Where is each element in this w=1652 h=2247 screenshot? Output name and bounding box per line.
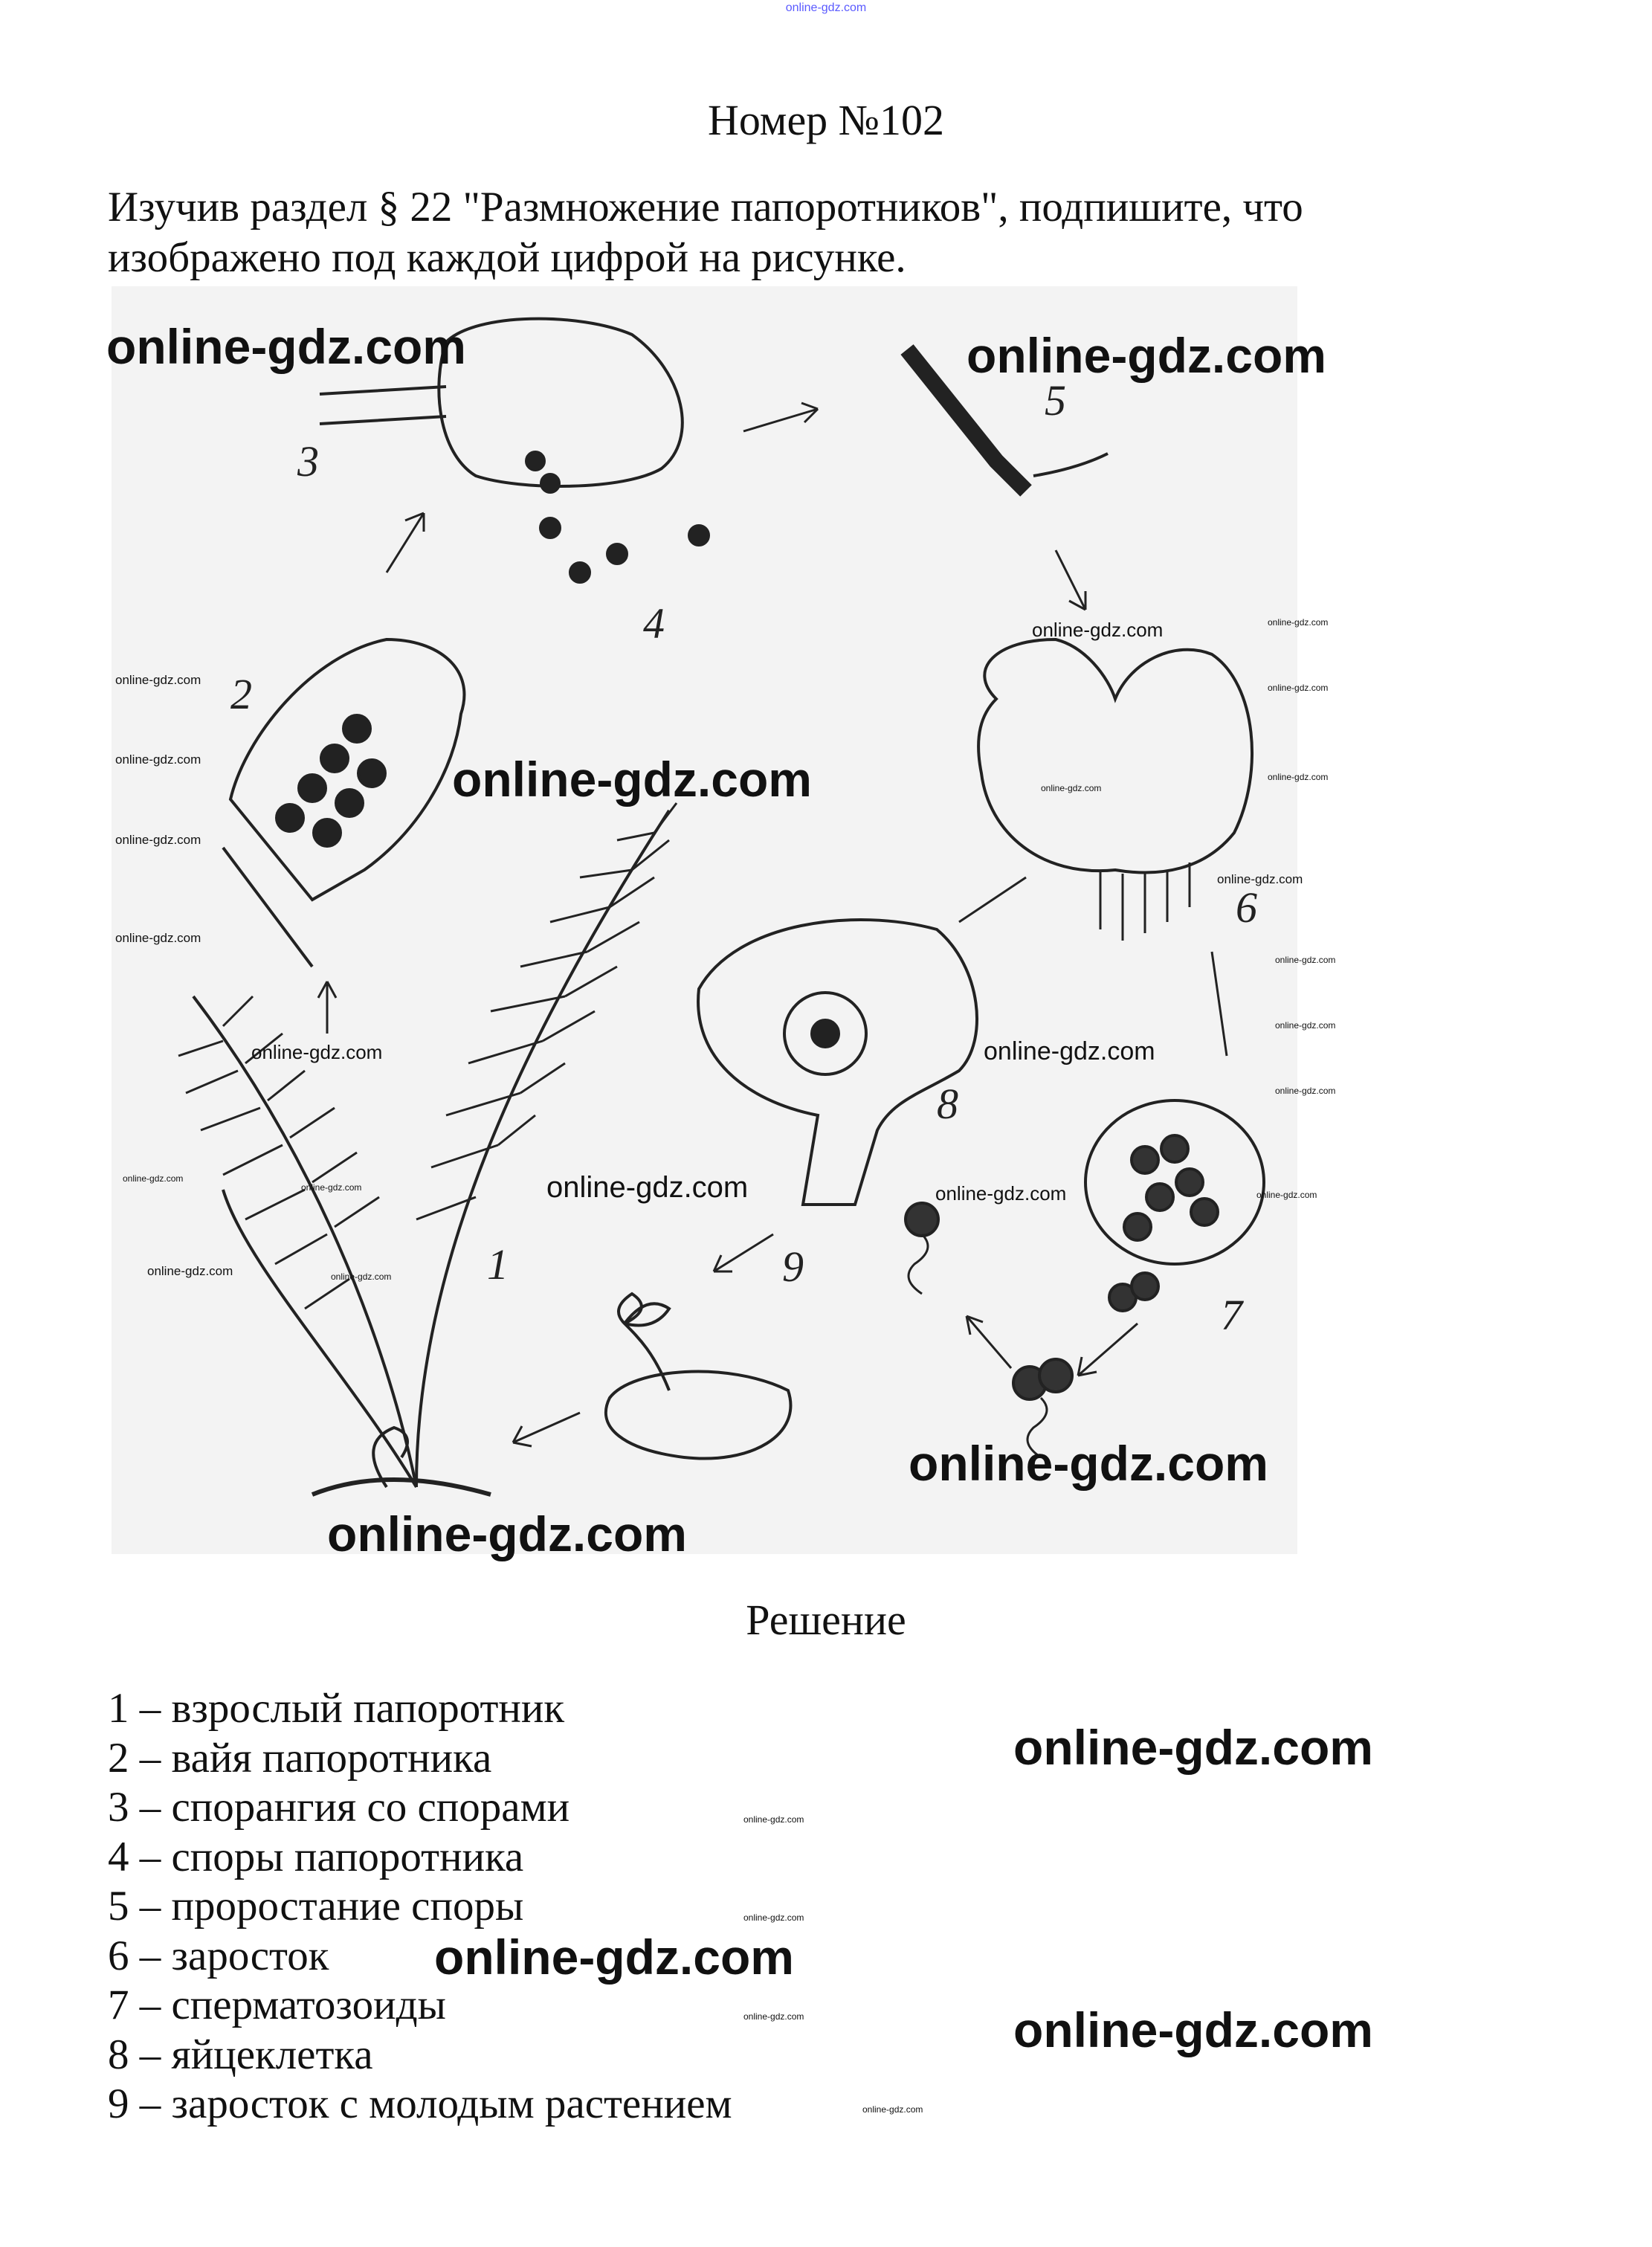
watermark: online-gdz.com xyxy=(743,2011,804,2022)
watermark: online-gdz.com xyxy=(1268,772,1329,782)
roots xyxy=(311,1477,491,1497)
label-9: 9 xyxy=(782,1242,804,1291)
watermark: online-gdz.com xyxy=(1032,619,1164,641)
watermark: online-gdz.com xyxy=(115,673,201,687)
archegonium xyxy=(697,918,978,1206)
answer-item: 4 – споры папоротника xyxy=(108,1833,524,1880)
figure-number-labels: 1 2 3 4 5 6 7 8 9 xyxy=(230,376,1257,1339)
watermark: online-gdz.com xyxy=(452,752,812,807)
watermark: online-gdz.com xyxy=(984,1037,1155,1066)
frond-leaflets xyxy=(178,802,678,1310)
watermark: online-gdz.com xyxy=(1275,1020,1336,1031)
watermark: online-gdz.com xyxy=(123,1173,184,1184)
watermark: online-gdz.com xyxy=(434,1930,794,1985)
watermark: online-gdz.com xyxy=(743,1912,804,1923)
label-3: 3 xyxy=(297,437,319,486)
label-2: 2 xyxy=(230,670,252,718)
answer-item: 1 – взрослый папоротник xyxy=(108,1685,565,1732)
watermark: online-gdz.com xyxy=(1013,1720,1373,1775)
sporangium xyxy=(437,317,684,488)
answer-item: 9 – заросток с молодым растением xyxy=(108,2080,732,2127)
label-8: 8 xyxy=(937,1080,958,1128)
answer-item: 3 – спорангия со спорами xyxy=(108,1784,570,1831)
answer-item: 6 – заросток xyxy=(108,1932,329,1979)
task-text: Изучив раздел § 22 "Размножение папоротн… xyxy=(108,184,1303,281)
label-6: 6 xyxy=(1236,883,1257,932)
top-watermark: online-gdz.com xyxy=(785,1,867,14)
watermark: online-gdz.com xyxy=(301,1182,362,1193)
watermark: online-gdz.com xyxy=(1041,783,1102,793)
frond-right-rachis xyxy=(415,809,671,1488)
sori xyxy=(275,714,387,848)
solution-heading: Решение xyxy=(746,1596,906,1644)
watermark: online-gdz.com xyxy=(147,1264,233,1278)
spores xyxy=(525,451,710,584)
watermark: online-gdz.com xyxy=(909,1436,1268,1491)
answer-item: 8 – яйцеклетка xyxy=(108,2031,373,2078)
fiddlehead xyxy=(372,1425,409,1489)
watermark: online-gdz.com xyxy=(115,833,201,847)
answer-item: 5 – проростание споры xyxy=(108,1883,524,1930)
watermark: online-gdz.com xyxy=(327,1506,687,1561)
watermark: online-gdz.com xyxy=(743,1814,804,1825)
watermark: online-gdz.com xyxy=(331,1271,392,1282)
protonema xyxy=(900,344,1032,497)
watermark: online-gdz.com xyxy=(1268,683,1329,693)
prothallus xyxy=(977,637,1253,874)
answer-item: 7 – сперматозоиды xyxy=(108,1982,446,2028)
watermark: online-gdz.com xyxy=(115,931,201,945)
page-title: Номер №102 xyxy=(707,96,945,144)
watermark: online-gdz.com xyxy=(1013,2002,1373,2057)
frond-left-rachis xyxy=(192,995,418,1488)
young-sporophyte xyxy=(604,1370,793,1460)
sperm-cells xyxy=(904,1134,1219,1401)
antheridium xyxy=(1084,1099,1265,1266)
label-5: 5 xyxy=(1045,376,1066,425)
answer-list: 1 – взрослый папоротник 2 – вайя папорот… xyxy=(108,1684,732,2130)
watermark: online-gdz.com xyxy=(106,319,466,374)
watermark: online-gdz.com xyxy=(1275,1086,1336,1096)
watermark: online-gdz.com xyxy=(935,1182,1067,1205)
frond-segment xyxy=(228,637,466,902)
watermark: online-gdz.com xyxy=(967,328,1326,383)
egg-cell xyxy=(783,991,868,1076)
arrows xyxy=(317,402,1228,1448)
watermark: online-gdz.com xyxy=(1217,872,1303,886)
watermark: online-gdz.com xyxy=(1256,1190,1317,1200)
fern-lifecycle-figure: 1 2 3 4 5 6 7 8 9 xyxy=(112,286,1297,1554)
watermark: online-gdz.com xyxy=(251,1041,383,1063)
watermark: online-gdz.com xyxy=(1275,955,1336,965)
watermark: online-gdz.com xyxy=(1268,617,1329,628)
answer-item: 2 – вайя папоротника xyxy=(108,1734,492,1782)
label-4: 4 xyxy=(643,599,665,648)
watermark: online-gdz.com xyxy=(862,2104,923,2115)
fern-lifecycle-drawing: 1 2 3 4 5 6 7 8 9 xyxy=(178,317,1265,1497)
watermark: online-gdz.com xyxy=(546,1171,749,1204)
label-7: 7 xyxy=(1221,1291,1244,1339)
label-1: 1 xyxy=(487,1240,509,1289)
watermark: online-gdz.com xyxy=(115,752,201,767)
